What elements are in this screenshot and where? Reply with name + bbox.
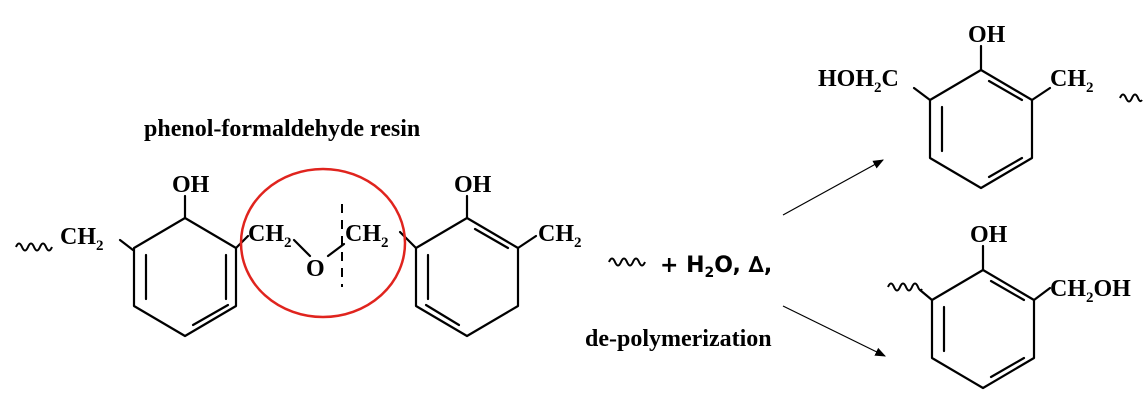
arrow-to-upper-product bbox=[782, 159, 884, 216]
bond-ch2-ring1 bbox=[118, 238, 135, 252]
phenol-ring-2 bbox=[414, 216, 520, 338]
bond-ch2-o bbox=[292, 238, 312, 258]
oh-lower-product: OH bbox=[970, 222, 1008, 248]
polymer-chain-wavy-right bbox=[608, 257, 646, 267]
ch2-upper-product: CH2 bbox=[1050, 66, 1094, 96]
reagent-conditions: + H2O, ∆, bbox=[660, 253, 772, 281]
bond-ring3-ch2 bbox=[1030, 86, 1052, 102]
ether-oxygen: O bbox=[306, 256, 325, 282]
oh-ring-2: OH bbox=[454, 172, 492, 198]
bond-ring2-ch2 bbox=[516, 234, 538, 250]
phenol-ring-1 bbox=[132, 216, 238, 338]
product-ring-upper bbox=[928, 68, 1034, 190]
polymer-chain-wavy-upper bbox=[1119, 93, 1143, 103]
ether-bond-highlight-circle bbox=[239, 167, 407, 319]
polymer-chain-wavy-left bbox=[15, 242, 53, 252]
hoh2c-upper: HOH2C bbox=[818, 66, 899, 96]
ch2-right: CH2 bbox=[538, 221, 582, 251]
oh-ring-1: OH bbox=[172, 172, 210, 198]
ch2-left: CH2 bbox=[60, 224, 104, 254]
ch2-link-left: CH2 bbox=[248, 221, 292, 251]
ch2oh-lower-product: CH2OH bbox=[1050, 276, 1131, 306]
process-label: de-polymerization bbox=[585, 326, 772, 352]
bond-ring4-ch2oh bbox=[1032, 286, 1052, 302]
bond-ch2-ring2 bbox=[398, 230, 418, 250]
resin-title: phenol-formaldehyde resin bbox=[144, 116, 420, 142]
polymer-chain-wavy-lower bbox=[887, 282, 923, 292]
bond-wavy-ring4 bbox=[918, 288, 934, 302]
ch2-link-right: CH2 bbox=[345, 221, 389, 251]
oh-upper-product: OH bbox=[968, 22, 1006, 48]
arrow-to-lower-product bbox=[782, 305, 886, 357]
product-ring-lower bbox=[930, 268, 1036, 390]
bond-hoh2c-ring3 bbox=[912, 86, 932, 102]
bond-o-ch2 bbox=[326, 242, 346, 258]
